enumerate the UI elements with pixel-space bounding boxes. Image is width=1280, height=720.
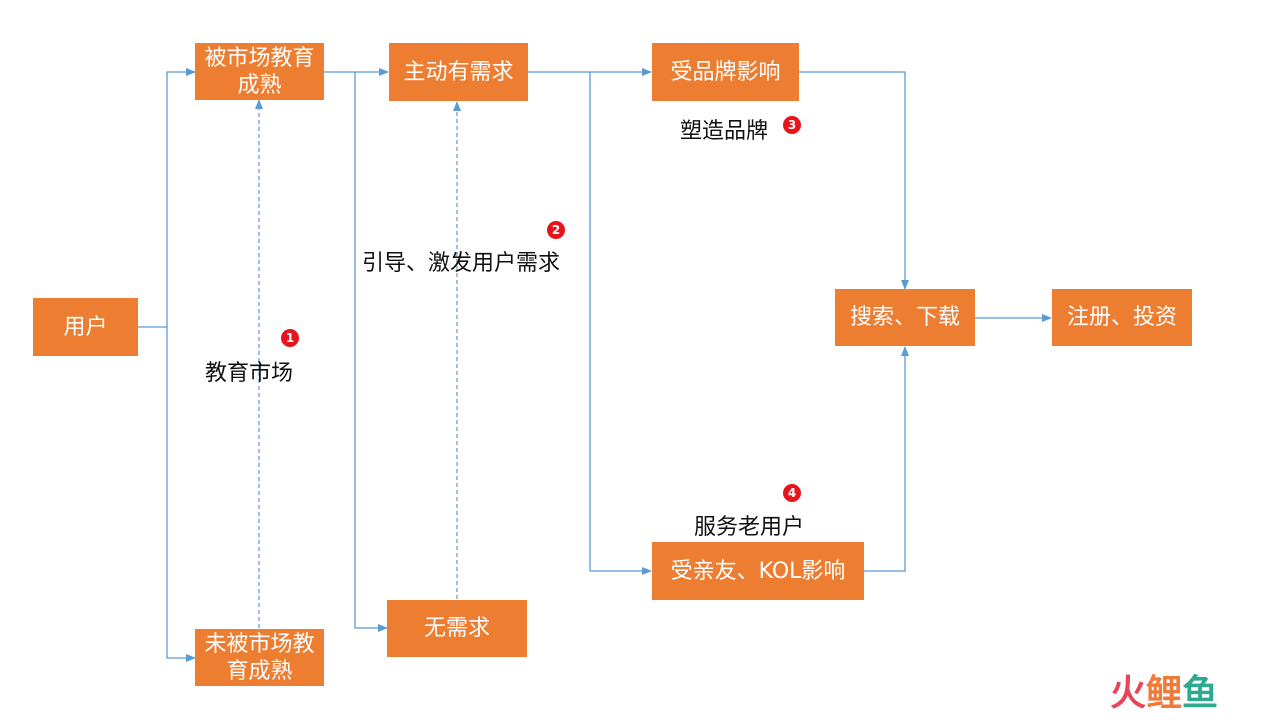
label-guide-demand: 引导、激发用户需求 [362,251,561,276]
badge-2: 2 [547,221,565,239]
node-register-invest: 注册、投资 [1052,289,1192,346]
logo-char-1: 火 [1110,673,1147,714]
node-brand-influence: 受品牌影响 [652,43,799,101]
node-user: 用户 [33,298,138,356]
label-educate-market: 教育市场 [205,361,294,386]
badge-4: 4 [783,484,801,502]
node-uneducated-label: 未被市场教育成熟 [204,631,315,684]
node-educated-label: 被市场教育成熟 [204,45,315,98]
node-active-demand-label: 主动有需求 [403,59,514,85]
node-educated: 被市场教育成熟 [195,43,324,100]
edge-kol-to-search [864,346,909,572]
badge-3: 3 [783,116,801,134]
edge-educated-to-no-demand [354,72,388,632]
node-search-download-label: 搜索、下载 [849,305,960,330]
node-user-label: 用户 [63,314,108,340]
label-serve-old-users: 服务老用户 [694,515,805,540]
logo-char-2: 鲤 [1146,673,1183,714]
edge-user-to-uneducated [166,327,196,662]
node-no-demand: 无需求 [387,600,527,657]
edge-user-to-educated [166,68,196,327]
node-no-demand-label: 无需求 [423,616,490,641]
logo-watermark: 火 鲤 鱼 [1110,674,1218,714]
node-uneducated: 未被市场教育成熟 [195,629,324,686]
edge-brand-to-search [799,71,909,290]
node-kol-influence: 受亲友、KOL影响 [652,542,864,600]
node-kol-influence-label: 受亲友、KOL影响 [670,558,846,584]
node-brand-influence-label: 受品牌影响 [670,59,781,85]
edge-active-to-kol [589,72,652,575]
node-register-invest-label: 注册、投资 [1066,305,1177,330]
badge-1: 1 [281,329,299,347]
label-build-brand: 塑造品牌 [680,119,769,144]
logo-char-3: 鱼 [1182,673,1219,714]
node-search-download: 搜索、下载 [835,289,975,346]
node-active-demand: 主动有需求 [389,43,528,101]
